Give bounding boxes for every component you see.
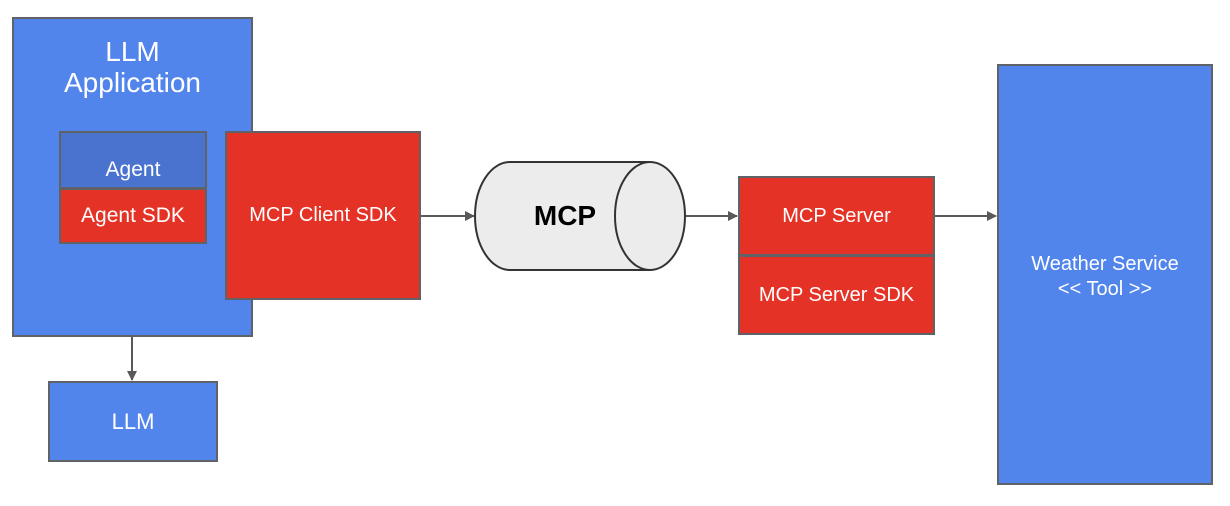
mcp-client-sdk-box: MCP Client SDK [225, 131, 421, 300]
llm-application-title-line1: LLM [105, 36, 160, 67]
agent-box: Agent [59, 131, 207, 189]
mcp-server-sdk-label: MCP Server SDK [758, 283, 915, 306]
llm-application-title: LLM Application [12, 36, 253, 99]
weather-service-stereotype: << Tool >> [1057, 278, 1153, 300]
mcp-server-sdk-box: MCP Server SDK [738, 255, 935, 335]
mcp-client-sdk-label: MCP Client SDK [249, 204, 397, 226]
weather-service-label: Weather Service [1031, 253, 1179, 275]
agent-sdk-box: Agent SDK [59, 188, 207, 244]
agent-label: Agent [105, 158, 161, 181]
weather-service-box: Weather Service << Tool >> [997, 64, 1213, 485]
agent-sdk-label: Agent SDK [81, 204, 185, 227]
llm-box: LLM [48, 381, 218, 462]
mcp-server-label: MCP Server [782, 204, 891, 227]
mcp-server-box: MCP Server [738, 176, 935, 256]
llm-application-title-line2: Application [64, 66, 201, 98]
llm-label: LLM [111, 408, 155, 434]
mcp-cylinder [474, 161, 686, 271]
mcp-label: MCP [533, 200, 597, 231]
